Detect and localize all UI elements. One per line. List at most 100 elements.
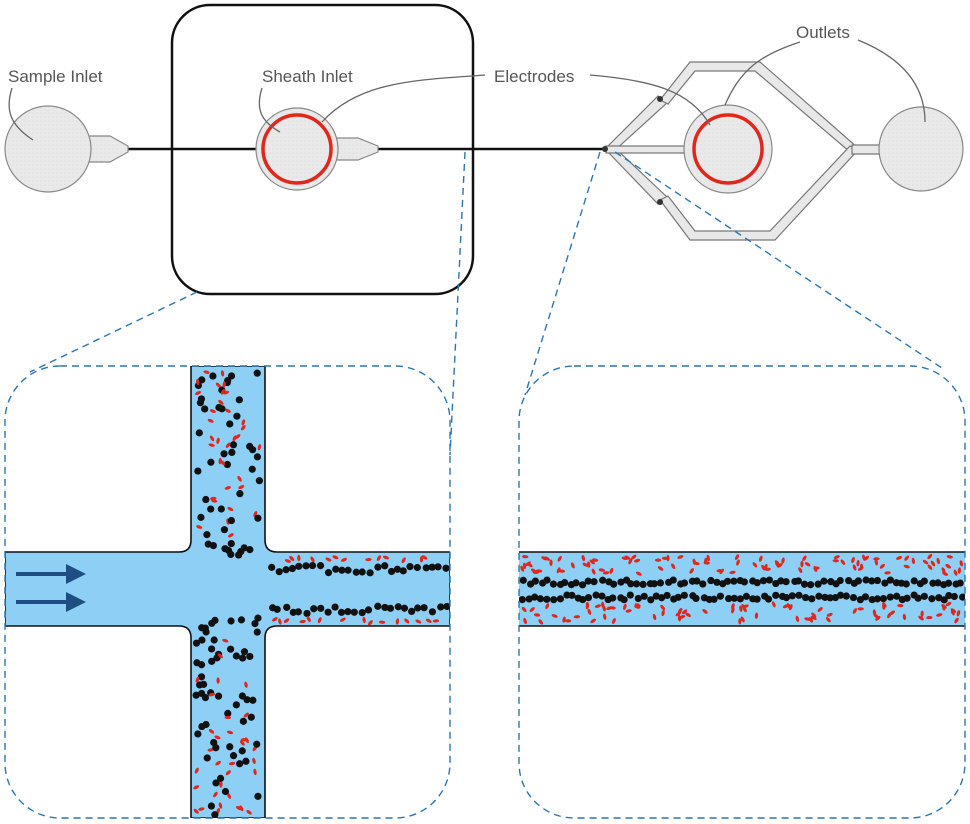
cell-particle <box>794 577 802 585</box>
red-cell-particle <box>376 555 382 562</box>
cell-particle <box>332 565 340 573</box>
red-cell-particle <box>703 561 710 565</box>
cell-particle <box>795 591 803 599</box>
cell-particle <box>228 448 236 456</box>
red-cell-particle <box>731 603 735 610</box>
red-cell-particle <box>521 606 527 613</box>
cell-particle <box>211 811 219 818</box>
red-cell-particle <box>193 785 200 790</box>
red-cell-particle <box>224 715 232 720</box>
cell-particle <box>820 577 828 585</box>
cell-particle <box>352 568 360 576</box>
red-cell-particle <box>634 558 641 563</box>
cell-particle <box>658 594 666 602</box>
cell-particle <box>302 562 310 570</box>
red-cell-particle <box>679 614 686 619</box>
red-cell-particle <box>549 559 553 566</box>
cell-particle <box>193 659 201 667</box>
red-cell-particle <box>602 571 610 575</box>
red-cell-particle <box>219 781 223 788</box>
cell-particle <box>226 420 234 428</box>
cell-particle <box>699 580 707 588</box>
cell-particle <box>210 636 218 644</box>
cell-particle <box>669 576 677 584</box>
red-cell-particle <box>941 604 947 609</box>
cell-particle <box>235 551 243 559</box>
red-cell-particle <box>213 791 218 798</box>
red-cell-particle <box>224 486 231 490</box>
cell-particle <box>584 577 592 585</box>
red-cell-particle <box>903 564 910 569</box>
cell-particle <box>935 594 943 602</box>
cell-particle <box>650 580 658 588</box>
red-cell-particle <box>529 607 535 613</box>
red-cell-particle <box>227 792 232 799</box>
cell-particle <box>422 564 430 572</box>
red-cell-particle <box>918 615 924 621</box>
red-cell-particle <box>581 554 586 562</box>
cell-particle <box>742 592 750 600</box>
red-cell-particle <box>953 569 958 576</box>
red-cell-particle <box>920 610 924 618</box>
red-cell-particle <box>527 562 533 568</box>
red-cell-particle <box>623 603 627 610</box>
red-cell-particle <box>956 610 961 617</box>
cell-particle <box>800 580 809 588</box>
cell-particle <box>572 579 580 587</box>
red-cell-particle <box>852 564 857 571</box>
cell-particle <box>268 563 276 571</box>
cell-particle <box>620 596 628 604</box>
left-zoom-frame <box>4 365 451 819</box>
red-cell-particle <box>545 603 550 610</box>
cell-particle <box>232 652 240 660</box>
red-cell-particle <box>950 609 955 616</box>
red-cell-particle <box>741 604 747 610</box>
red-cell-particle <box>332 555 339 560</box>
red-cell-particle <box>253 768 257 776</box>
red-cell-particle <box>817 607 823 612</box>
red-cell-particle <box>777 563 783 568</box>
red-cell-particle <box>926 615 933 620</box>
cell-particle <box>543 595 551 603</box>
red-cell-particle <box>404 618 410 624</box>
red-cell-particle <box>218 457 222 465</box>
red-cell-particle <box>252 757 256 765</box>
cell-particle <box>253 628 261 636</box>
cell-particle <box>192 691 200 699</box>
red-cell-particle <box>954 617 959 624</box>
red-cell-particle <box>594 604 602 608</box>
cell-particle <box>207 505 215 513</box>
cell-particle <box>358 608 366 617</box>
red-cell-particle <box>415 619 422 624</box>
cell-particle <box>324 608 332 616</box>
cell-particle <box>821 593 829 601</box>
red-cell-particle <box>284 559 291 563</box>
red-cell-particle <box>239 740 245 746</box>
cell-particle <box>428 563 436 571</box>
cell-particle <box>218 405 226 413</box>
cell-particle <box>212 744 220 752</box>
red-cell-particle <box>930 560 936 567</box>
red-cell-particle <box>927 564 933 570</box>
cell-particle <box>561 578 569 587</box>
cell-particle <box>550 596 558 604</box>
red-cell-particle <box>802 555 807 562</box>
cell-particle <box>248 465 256 473</box>
cell-particle <box>223 460 231 469</box>
red-cell-particle <box>367 620 373 626</box>
red-cell-particle <box>225 770 231 776</box>
red-cell-particle <box>216 437 220 444</box>
red-cell-particle <box>840 559 846 565</box>
label-outlets: Outlets <box>796 23 850 42</box>
cell-particle <box>609 594 617 602</box>
red-cell-particle <box>927 553 933 560</box>
cell-particle <box>358 568 366 576</box>
cell-particle <box>640 592 648 600</box>
cell-particle <box>221 787 230 796</box>
cell-particle <box>350 608 358 616</box>
cell-particle <box>940 596 948 604</box>
cell-particle <box>246 546 254 554</box>
cell-particle <box>680 591 688 599</box>
cell-particle <box>639 580 647 589</box>
